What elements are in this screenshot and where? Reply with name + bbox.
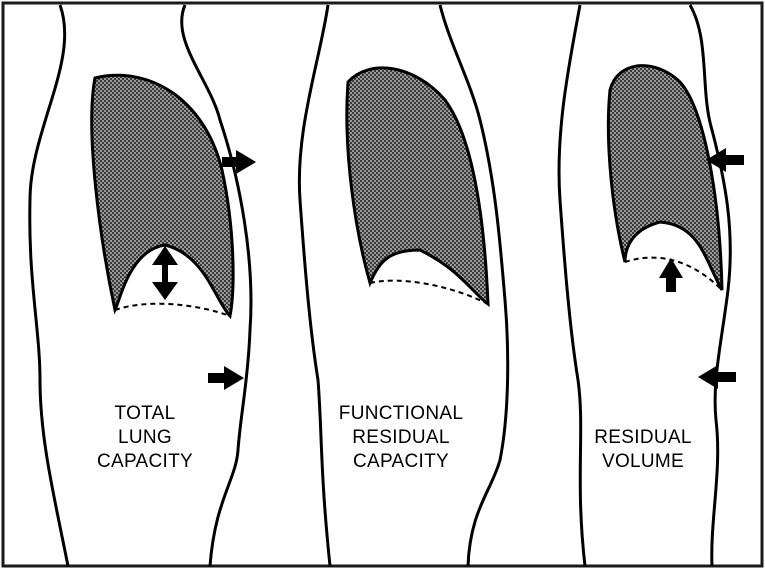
label-line: VOLUME [558, 450, 728, 474]
label-total-lung-capacity: TOTAL LUNG CAPACITY [60, 402, 230, 474]
label-line: RESIDUAL [558, 426, 728, 450]
label-line: RESIDUAL [316, 426, 486, 450]
panel-residual-volume [559, 5, 744, 566]
arrow-right-icon [222, 150, 256, 174]
arrow-right-icon [208, 366, 244, 390]
arrow-left-icon [698, 365, 736, 389]
body-outline-back [690, 5, 730, 566]
lung [608, 66, 722, 290]
label-line: LUNG [60, 426, 230, 450]
lung [347, 68, 488, 304]
label-line: CAPACITY [316, 450, 486, 474]
label-residual-volume: RESIDUAL VOLUME [558, 426, 728, 474]
double-arrow-vertical-icon [152, 246, 178, 300]
diaphragm-dashed [115, 304, 230, 316]
label-line: FUNCTIONAL [316, 402, 486, 426]
label-line: TOTAL [60, 402, 230, 426]
body-outline-front [299, 5, 330, 566]
body-outline-front [559, 5, 585, 566]
body-outline-front [30, 5, 68, 566]
label-functional-residual-capacity: FUNCTIONAL RESIDUAL CAPACITY [316, 402, 486, 474]
panel-functional-residual-capacity [299, 5, 507, 566]
panel-total-lung-capacity [30, 5, 256, 566]
label-line: CAPACITY [60, 450, 230, 474]
